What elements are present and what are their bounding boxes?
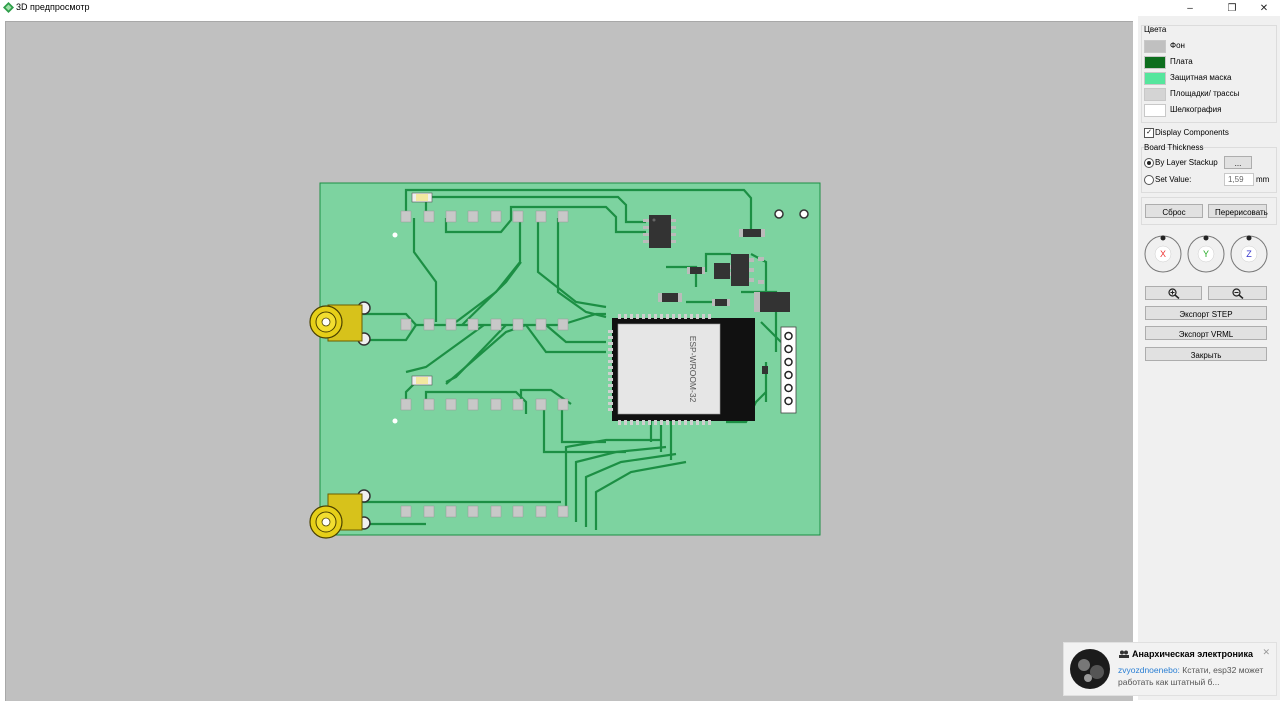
close-window-button[interactable]: ✕ [1259, 2, 1269, 14]
color-swatch-label: Шелкография [1170, 105, 1222, 114]
stackup-options-button[interactable]: ... [1224, 156, 1252, 169]
color-swatch[interactable] [1144, 72, 1166, 85]
x-axis-label: X [1160, 249, 1166, 259]
notification-title: Анархическая электроника [1132, 649, 1253, 659]
set-value-radio[interactable] [1144, 175, 1154, 185]
board-thickness-group [1141, 147, 1277, 193]
by-layer-stackup-radio[interactable] [1144, 158, 1154, 168]
led-middle [411, 375, 433, 386]
led-top [411, 192, 433, 203]
notification-message: zvyozdnoenebo: Кстати, esp32 может работ… [1118, 664, 1270, 688]
mount-hole [774, 209, 784, 219]
axis-rotation-controls[interactable]: X Y Z [1142, 232, 1274, 276]
export-vrml-button[interactable]: Экспорт VRML [1145, 326, 1267, 340]
zoom-in-button[interactable] [1145, 286, 1202, 300]
pcb-render: ESP-WROOM-32 [309, 182, 821, 539]
export-step-button[interactable]: Экспорт STEP [1145, 306, 1267, 320]
mount-hole [799, 209, 809, 219]
3d-viewport[interactable]: ESP-WROOM-32 [5, 21, 1133, 701]
rotate-y-control: Y [1187, 235, 1225, 273]
redraw-button[interactable]: Перерисовать [1208, 204, 1268, 218]
color-swatch[interactable] [1144, 40, 1166, 53]
via-hole [392, 418, 398, 424]
board-thickness-title: Board Thickness [1144, 143, 1204, 152]
close-preview-button[interactable]: Закрыть [1145, 347, 1267, 361]
colors-title: Цвета [1144, 25, 1167, 34]
thickness-input[interactable]: 1,59 [1224, 173, 1254, 186]
display-components-label: Display Components [1155, 128, 1229, 137]
title-bar: 3D предпросмотр – ❐ ✕ [0, 0, 1280, 16]
notification-toast[interactable]: Анархическая электроника ✕ zvyozdnoenebo… [1063, 642, 1277, 696]
color-swatch-label: Защитная маска [1170, 73, 1232, 82]
color-swatch-label: Плата [1170, 57, 1193, 66]
group-icon [1119, 650, 1129, 658]
color-swatch-label: Площадки/ трассы [1170, 89, 1240, 98]
notification-sender: zvyozdnoenebo: [1118, 665, 1180, 675]
smd-components [658, 229, 790, 374]
color-swatch[interactable] [1144, 56, 1166, 69]
pad-row-top [400, 210, 569, 223]
window-title: 3D предпросмотр [16, 2, 90, 12]
minimize-button[interactable]: – [1187, 2, 1193, 14]
notification-text: Кстати, esp32 может работать как штатный… [1118, 665, 1264, 687]
reset-button[interactable]: Сброс [1145, 204, 1203, 218]
color-swatch[interactable] [1144, 104, 1166, 117]
rotate-x-control: X [1144, 235, 1182, 273]
display-components-checkbox[interactable]: ✓ [1144, 128, 1154, 138]
esp32-module: ESP-WROOM-32 [608, 314, 755, 425]
via-hole [392, 232, 398, 238]
module-label: ESP-WROOM-32 [688, 336, 698, 403]
app-icon [3, 2, 14, 13]
color-swatch[interactable] [1144, 88, 1166, 101]
pin-header [780, 326, 797, 414]
chat-avatar [1070, 649, 1110, 689]
soic-ic [643, 215, 676, 248]
pad-row-bottom [400, 505, 569, 518]
set-value-label: Set Value: [1155, 175, 1192, 184]
pad-row-3 [400, 398, 569, 411]
restore-button[interactable]: ❐ [1227, 2, 1237, 14]
color-swatch-label: Фон [1170, 41, 1185, 50]
pad-row-2 [400, 318, 569, 331]
zoom-in-icon [1167, 288, 1179, 300]
zoom-out-icon [1231, 288, 1243, 300]
by-layer-stackup-label: By Layer Stackup [1155, 158, 1218, 167]
z-axis-label: Z [1246, 249, 1252, 259]
zoom-out-button[interactable] [1208, 286, 1267, 300]
sma-connector-bottom [309, 489, 371, 539]
notification-close-icon[interactable]: ✕ [1262, 647, 1270, 657]
sma-connector-top [309, 301, 371, 346]
rotate-z-control: Z [1230, 235, 1268, 273]
y-axis-label: Y [1203, 249, 1209, 259]
thickness-unit: mm [1256, 175, 1270, 184]
